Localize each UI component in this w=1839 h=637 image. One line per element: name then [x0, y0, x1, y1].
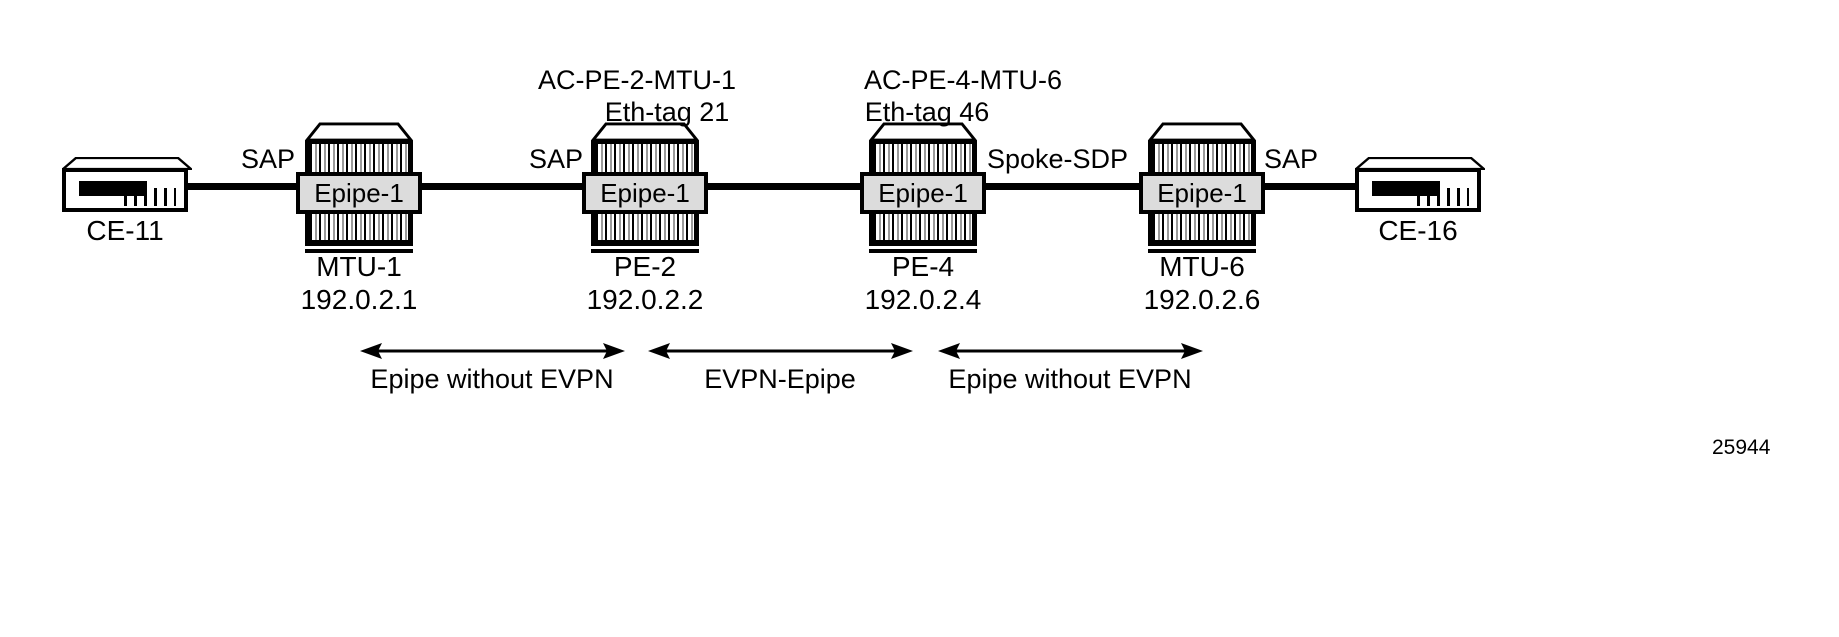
link-mtu6-ce16 [1254, 183, 1359, 190]
device-ce-16[interactable] [1355, 157, 1485, 215]
ac-label-pe4-mtu6-name: AC-PE-4-MTU-6 [863, 65, 1063, 95]
router-top-bevel [869, 122, 977, 142]
router-base-bar-2 [591, 249, 699, 253]
span-caption-right: Epipe without EVPN [948, 364, 1192, 394]
service-badge-mtu-6: Epipe-1 [1139, 172, 1265, 214]
link-label-sap-2: SAP [529, 144, 584, 174]
service-badge-mtu-1: Epipe-1 [296, 172, 422, 214]
ce-port-vents [124, 188, 176, 206]
label-ce-16: CE-16 [1378, 215, 1458, 246]
label-ce-11: CE-11 [86, 215, 164, 246]
router-top-bevel [591, 122, 699, 142]
device-pe-2[interactable]: Epipe-1 [582, 122, 708, 253]
router-base-bar-2 [869, 249, 977, 253]
router-top-bevel [305, 122, 413, 142]
device-mtu-1[interactable]: Epipe-1 [296, 122, 422, 253]
span-arrow-middle [648, 340, 913, 362]
router-base-bar-1 [591, 240, 699, 246]
link-label-sap-1: SAP [241, 144, 296, 174]
ce-top-bevel [62, 157, 192, 170]
ac-label-pe2-mtu1-ethtag: Eth-tag 21 [604, 97, 730, 127]
router-base-bar-2 [305, 249, 413, 253]
router-top-bevel [1148, 122, 1256, 142]
ce-chassis [1355, 168, 1481, 212]
label-mtu-6-ip: 192.0.2.6 [1143, 284, 1261, 315]
span-arrow-left [360, 340, 625, 362]
label-mtu-1-ip: 192.0.2.1 [300, 284, 418, 315]
label-pe-4: PE-4 [891, 251, 955, 282]
link-ce11-mtu1 [188, 183, 358, 190]
router-base-bar-1 [1148, 240, 1256, 246]
figure-number: 25944 [1712, 436, 1771, 459]
span-caption-middle: EVPN-Epipe [704, 364, 856, 394]
link-pe2-pe4 [697, 183, 924, 190]
label-pe-4-ip: 192.0.2.4 [864, 284, 982, 315]
device-ce-11[interactable] [62, 157, 192, 215]
router-base-bar-1 [305, 240, 413, 246]
link-label-spoke-sdp: Spoke-SDP [987, 144, 1129, 174]
link-label-sap-3: SAP [1264, 144, 1319, 174]
link-mtu1-pe2 [410, 183, 645, 190]
router-base-bar-1 [869, 240, 977, 246]
ce-chassis [62, 168, 188, 212]
label-mtu-1: MTU-1 [316, 251, 402, 282]
link-pe4-mtu6 [975, 183, 1203, 190]
label-pe-2: PE-2 [613, 251, 677, 282]
ac-label-pe2-mtu1-name: AC-PE-2-MTU-1 [537, 65, 737, 95]
span-caption-left: Epipe without EVPN [370, 364, 614, 394]
label-mtu-6: MTU-6 [1159, 251, 1245, 282]
service-badge-pe-4: Epipe-1 [860, 172, 986, 214]
double-headed-arrow-icon [360, 343, 625, 359]
double-headed-arrow-icon [648, 343, 913, 359]
router-base-bar-2 [1148, 249, 1256, 253]
span-arrow-right [938, 340, 1203, 362]
ce-port-vents [1417, 188, 1469, 206]
ce-top-bevel [1355, 157, 1485, 170]
device-pe-4[interactable]: Epipe-1 [860, 122, 986, 253]
label-pe-2-ip: 192.0.2.2 [586, 284, 704, 315]
ac-label-pe4-mtu6-ethtag: Eth-tag 46 [864, 97, 990, 127]
device-mtu-6[interactable]: Epipe-1 [1139, 122, 1265, 253]
double-headed-arrow-icon [938, 343, 1203, 359]
service-badge-pe-2: Epipe-1 [582, 172, 708, 214]
